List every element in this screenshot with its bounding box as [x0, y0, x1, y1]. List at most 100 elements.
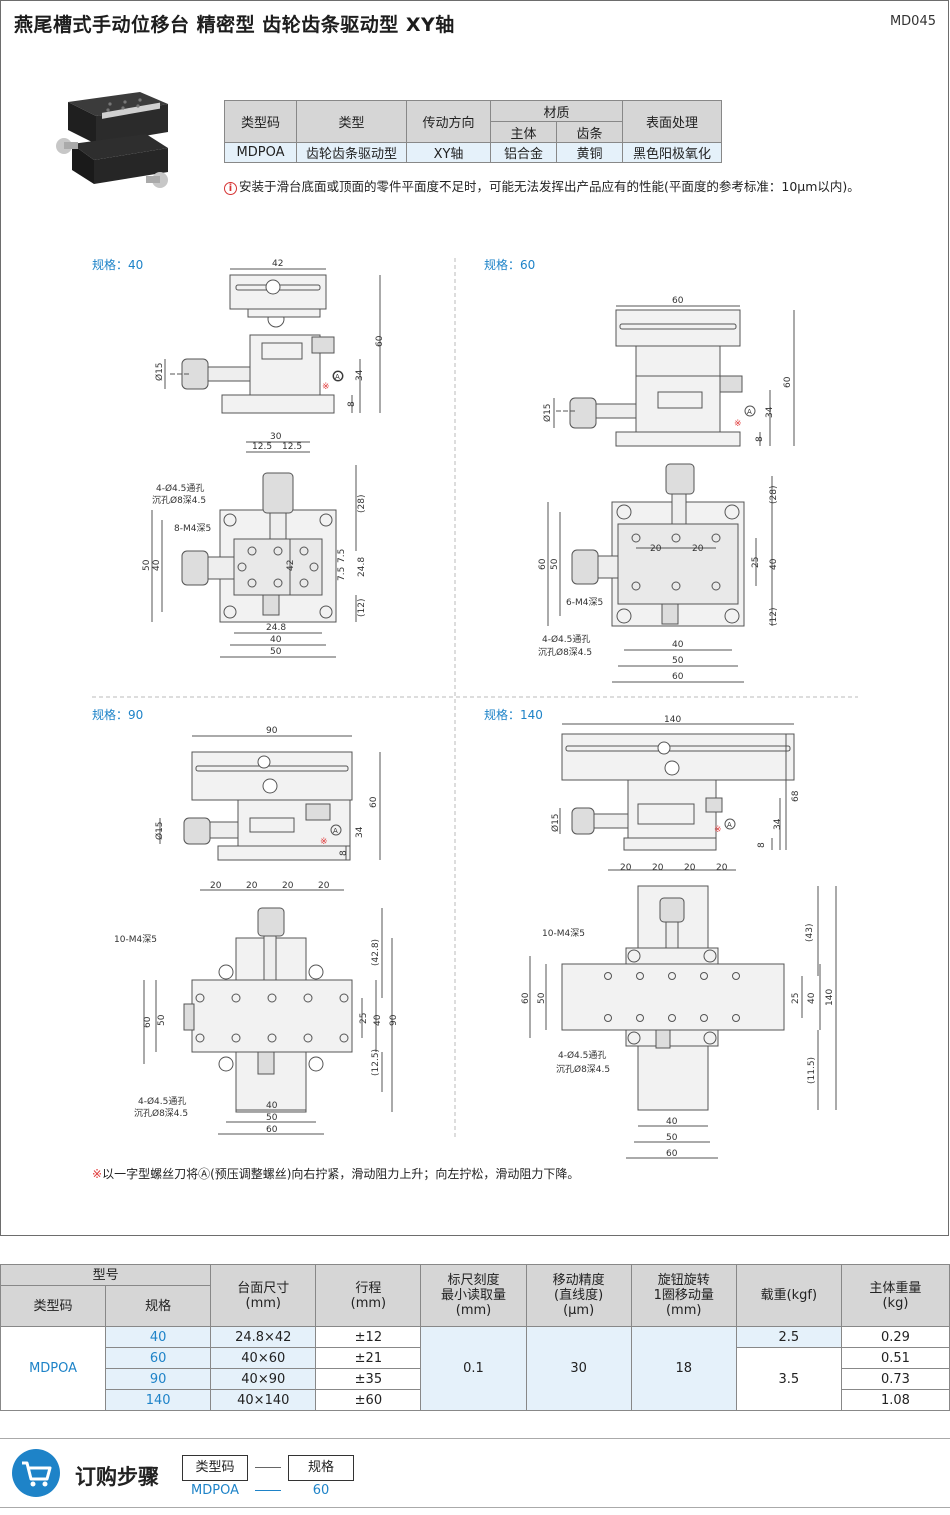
size-label-40: 规格：40: [92, 258, 144, 272]
dim-40-v42: 42: [286, 560, 296, 571]
dim-60-p25: 25: [751, 557, 761, 568]
order-steps: 订购步骤 类型码 规格 MDPOA 60: [0, 1438, 950, 1508]
model-table: 型号 台面尺寸(mm) 行程(mm) 标尺刻度最小读取量(mm) 移动精度(直线…: [0, 1264, 950, 1411]
order-box-type-code: 类型码: [182, 1455, 248, 1481]
dim-90-b60: 60: [266, 1125, 278, 1135]
mark-60-a: A: [747, 408, 752, 416]
dim-140-d15: Ø15: [550, 813, 561, 832]
th-surface: 表面处理: [622, 100, 722, 143]
note-90-hole1: 4-Ø4.5通孔: [138, 1096, 186, 1107]
warning-text: 安装于滑台底面或顶面的零件平面度不足时，可能无法发挥出产品应有的性能(平面度的参…: [239, 179, 860, 194]
td-load-a: 2.5: [735, 1326, 842, 1348]
size-label-60: 规格：60: [484, 258, 536, 272]
drawing-140: 140 68 34 8 Ø15 A ※ 20 20 20 20 10-M4深5 …: [521, 715, 837, 1159]
note-90-hole2: 沉孔Ø8深4.5: [134, 1108, 188, 1119]
dim-140-p20a: 20: [620, 863, 632, 873]
drawing-90: 90 60 34 8 Ø15 A ※ 20 20 20 20 10-M4深5 4…: [114, 726, 399, 1135]
th-read-l3: (mm): [455, 1303, 492, 1318]
th-stroke: 行程(mm): [315, 1264, 422, 1327]
dim-60-p12: (12): [769, 608, 779, 626]
note-60-hole2: 沉孔Ø8深4.5: [538, 647, 592, 658]
note-40-m4: 8-M4深5: [174, 523, 211, 534]
dim-90-p125: (12.5): [371, 1049, 381, 1076]
dim-40-p75b: 7.5: [337, 567, 347, 581]
note-60-m4: 6-M4深5: [566, 597, 603, 608]
dim-90-v50: 50: [157, 1014, 167, 1026]
dim-40-top-width: 42: [272, 259, 283, 269]
dim-60-b50: 50: [672, 656, 684, 666]
dim-90-h60: 60: [369, 796, 379, 808]
dim-140-p20b: 20: [652, 863, 664, 873]
dim-90-d15: Ø15: [154, 821, 165, 840]
td-table-3: 40×140: [210, 1389, 317, 1411]
dim-40-h8: 8: [347, 401, 357, 407]
mark-60-star: ※: [734, 419, 742, 429]
td-load-b: 3.5: [735, 1347, 842, 1411]
note-140-m4: 10-M4深5: [542, 928, 585, 939]
th-prec-l2: (直线度): [554, 1288, 604, 1303]
td-size-3: 140: [105, 1389, 212, 1411]
td-direction: XY轴: [406, 142, 491, 163]
dim-40-v40: 40: [152, 559, 162, 571]
note-40-hole2: 沉孔Ø8深4.5: [152, 495, 206, 506]
dim-140-h34: 34: [773, 818, 783, 830]
note-140-hole1: 4-Ø4.5通孔: [558, 1050, 606, 1061]
dim-40-v50: 50: [142, 559, 152, 571]
dim-60-v60: 60: [538, 558, 548, 570]
th-table-size-l1: 台面尺寸: [237, 1280, 290, 1296]
dim-40-d15: Ø15: [154, 362, 165, 381]
dim-40-p75a: 7.5: [337, 549, 347, 563]
dim-90-p20d: 20: [318, 881, 330, 891]
note-140-hole2: 沉孔Ø8深4.5: [556, 1064, 610, 1075]
th-rack: 齿条: [556, 121, 623, 143]
th-stroke-l2: (mm): [350, 1295, 387, 1311]
td-rack: 黄铜: [556, 142, 623, 163]
section-dividers: [92, 258, 858, 1140]
dim-40-p248v: 24.8: [357, 557, 367, 577]
spec-table: 类型码 类型 传动方向 材质 表面处理 主体 齿条 MDPOA 齿轮齿条驱动型 …: [224, 100, 722, 163]
order-val-type-code: MDPOA: [191, 1483, 239, 1498]
td-stroke-0: ±12: [315, 1326, 422, 1348]
note-90-m4: 10-M4深5: [114, 934, 157, 945]
dim-140-b50: 50: [666, 1133, 678, 1143]
dim-60-top-width: 60: [672, 296, 684, 306]
dim-60-p28: (28): [769, 486, 779, 504]
order-connector: [255, 1467, 281, 1468]
td-knob: 18: [630, 1326, 737, 1411]
dim-90-h34: 34: [355, 826, 365, 838]
mark-90-a: A: [333, 827, 338, 835]
dim-140-p25: 25: [791, 993, 801, 1004]
dim-90-b40: 40: [266, 1101, 278, 1111]
dim-40-p28: (28): [357, 495, 367, 513]
th-knob-l1: 旋钮旋转: [657, 1273, 710, 1288]
dim-140-p20c: 20: [684, 863, 696, 873]
td-stroke-2: ±35: [315, 1368, 422, 1390]
td-precision: 30: [525, 1326, 632, 1411]
th-weight-l1: 主体重量: [869, 1280, 922, 1296]
dim-140-h68: 68: [791, 790, 801, 802]
dim-140-v60: 60: [521, 992, 531, 1004]
order-box-size: 规格: [288, 1455, 354, 1481]
dim-60-h34: 34: [765, 406, 775, 418]
td-stroke-1: ±21: [315, 1347, 422, 1369]
dim-60-v50: 50: [550, 558, 560, 570]
dim-140-b40: 40: [666, 1117, 678, 1127]
dim-140-p43: (43): [805, 924, 815, 942]
td-weight-0: 0.29: [840, 1326, 950, 1348]
th-read-l1: 标尺刻度: [447, 1273, 500, 1288]
dim-60-p40: 40: [769, 558, 779, 570]
td-type: 齿轮齿条驱动型: [296, 142, 407, 163]
dim-60-d15: Ø15: [542, 403, 553, 422]
th-load: 载重(kgf): [735, 1264, 842, 1327]
note-text: 以一字型螺丝刀将Ⓐ(预压调整螺丝)向右拧紧，滑动阻力上升；向左拧松，滑动阻力下降…: [102, 1167, 580, 1181]
content-frame: [0, 0, 949, 1236]
dim-140-p115: (11.5): [807, 1057, 817, 1084]
dim-40-p12: (12): [357, 599, 367, 617]
dim-140-top-width: 140: [664, 715, 681, 725]
dim-40-p30: 30: [270, 432, 282, 442]
dim-140-p40: 40: [807, 992, 817, 1004]
dim-60-h60: 60: [783, 376, 793, 388]
dim-40-b40: 40: [270, 635, 282, 645]
td-size-0: 40: [105, 1326, 212, 1348]
